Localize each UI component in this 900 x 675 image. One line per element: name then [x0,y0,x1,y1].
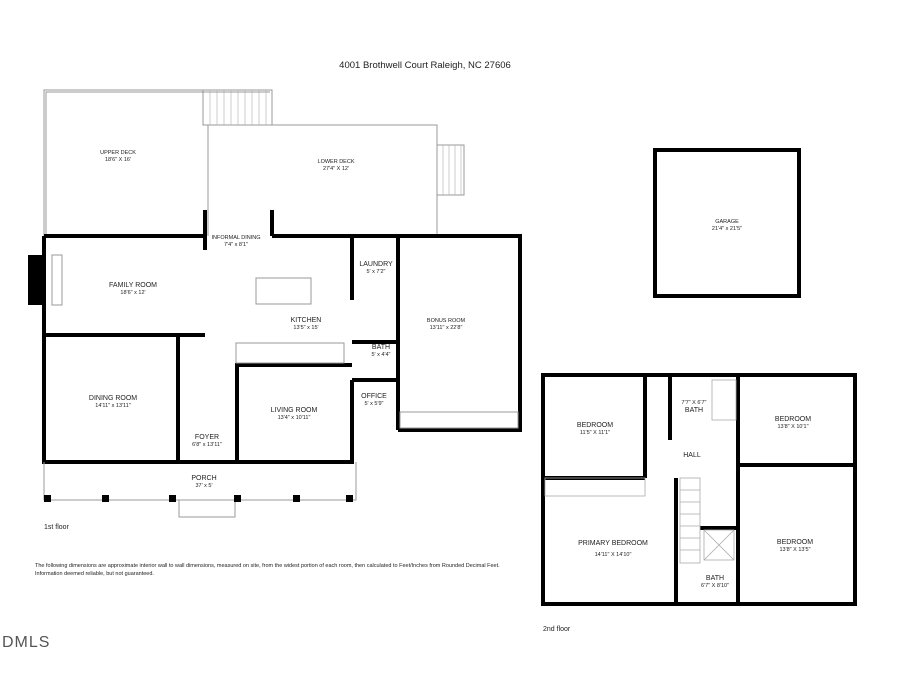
second-floor-stairs [544,379,737,564]
decks [43,89,465,236]
first-floor-label: 1st floor [44,524,69,531]
porch-posts [28,255,353,502]
deck-stairs [209,90,462,195]
room-hall: HALL [683,452,701,459]
porch [43,254,519,518]
garage-walls [653,148,801,298]
first-floor-walls [42,210,522,464]
disclaimer-text: The following dimensions are approximate… [35,563,500,578]
second-floor-label: 2nd floor [543,626,571,633]
room-bath-2: 7'7" X 6'7"BATH [681,400,707,414]
mls-logo: DMLS [2,634,51,651]
property-address-title: 4001 Brothwell Court Raleigh, NC 27606 [339,60,511,71]
